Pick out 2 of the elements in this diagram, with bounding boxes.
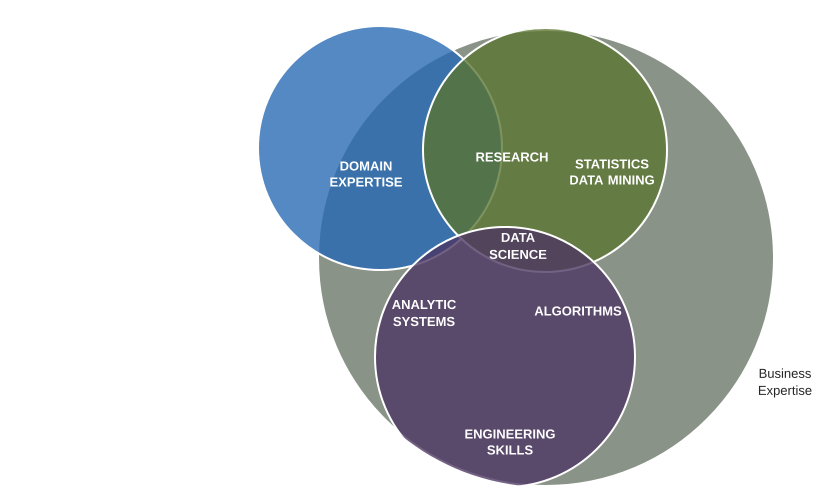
overlap-label: ALGORITHMS: [534, 306, 622, 316]
overlap-label: ANALYTIC SYSTEMS: [392, 300, 456, 326]
